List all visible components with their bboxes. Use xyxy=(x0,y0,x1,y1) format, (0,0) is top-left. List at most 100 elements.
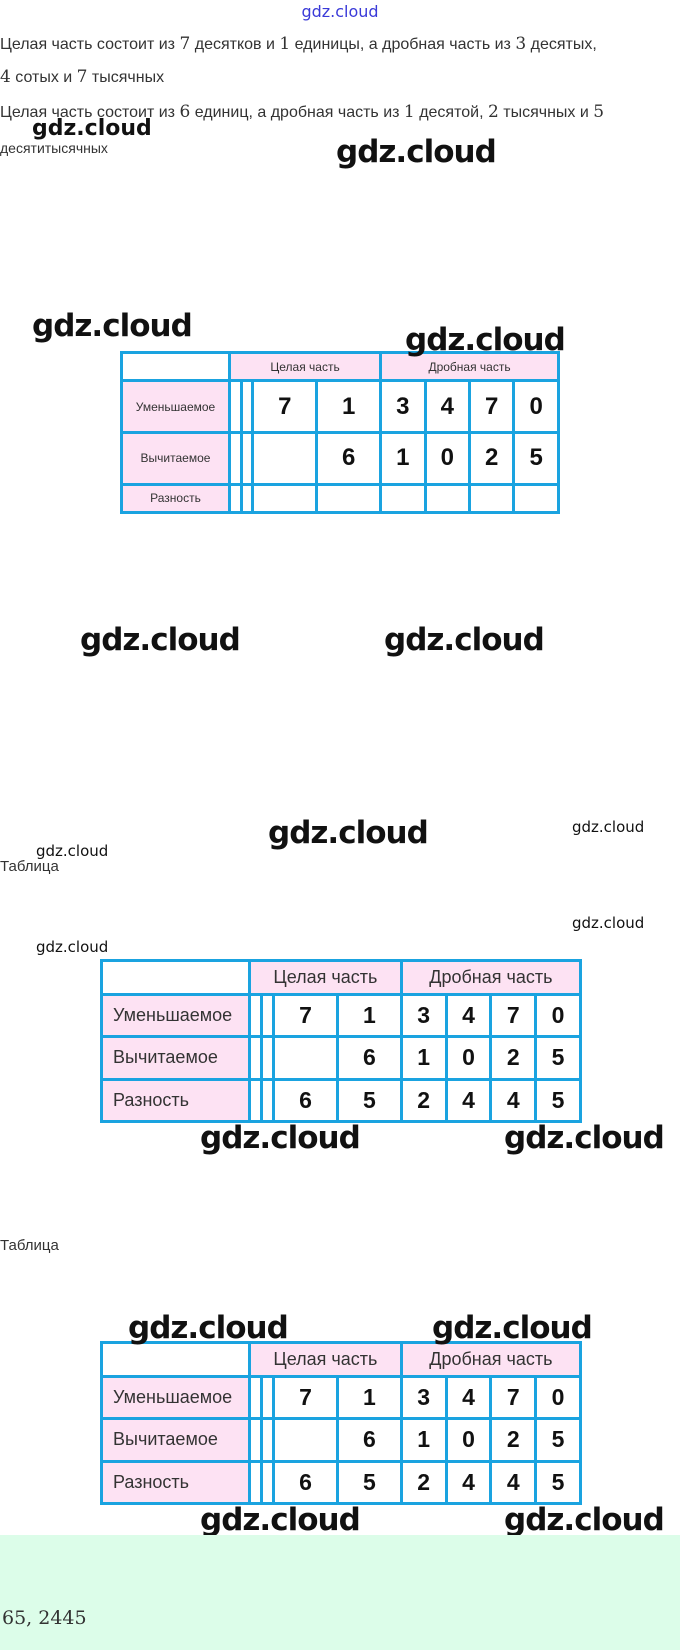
digit-cell: 6 xyxy=(272,1077,339,1124)
digit-cell: 5 xyxy=(534,1035,582,1081)
digit-cell xyxy=(260,1459,276,1506)
number: 3 xyxy=(515,34,527,54)
digit-cell xyxy=(467,482,516,515)
watermark: gdz.cloud xyxy=(405,322,566,358)
digit-cell: 2 xyxy=(467,430,516,486)
header-whole-part: Целая часть xyxy=(227,350,383,383)
digit-cell xyxy=(260,992,276,1039)
number: 5 xyxy=(593,102,605,122)
digit-cell xyxy=(260,1374,276,1421)
digit-cell xyxy=(272,1417,339,1463)
text: десятков и xyxy=(190,36,280,53)
row-label: Уменьшаемое xyxy=(120,379,231,434)
number: 4 xyxy=(0,67,11,87)
number: 1 xyxy=(403,102,415,122)
digit-cell: 3 xyxy=(379,379,427,434)
digit-cell: 5 xyxy=(335,1459,403,1506)
digit-cell xyxy=(228,482,243,515)
text: единицы, а дробная часть из xyxy=(290,36,516,53)
watermark: gdz.cloud xyxy=(80,622,241,658)
watermark: gdz.cloud xyxy=(504,1120,665,1156)
number: 7 xyxy=(76,67,88,87)
digit-cell: 6 xyxy=(335,1417,403,1463)
header-whole-part: Целая часть xyxy=(248,959,403,996)
row-label: Уменьшаемое xyxy=(100,992,251,1039)
digit-cell: 5 xyxy=(512,430,560,486)
digit-cell: 5 xyxy=(534,1459,582,1506)
text: Целая часть состоит из xyxy=(0,36,180,53)
watermark: gdz.cloud xyxy=(36,842,109,860)
header-fraction-part: Дробная часть xyxy=(399,1341,583,1378)
watermark: gdz.cloud xyxy=(572,914,645,932)
row-label: Разность xyxy=(100,1459,251,1506)
digit-cell xyxy=(315,482,383,515)
digit-cell xyxy=(251,482,319,515)
digit-cell: 5 xyxy=(534,1417,582,1463)
digit-cell: 2 xyxy=(399,1459,448,1506)
watermark: gdz.cloud xyxy=(32,308,193,344)
digit-cell: 2 xyxy=(399,1077,448,1124)
digit-cell: 4 xyxy=(489,1459,538,1506)
digit-cell: 2 xyxy=(489,1417,538,1463)
digit-cell: 0 xyxy=(534,1374,582,1421)
digit-cell: 4 xyxy=(489,1077,538,1124)
digit-cell: 4 xyxy=(444,1459,493,1506)
digit-cell xyxy=(239,482,255,515)
digit-cell: 4 xyxy=(444,1374,493,1421)
digit-cell: 1 xyxy=(399,1035,448,1081)
digit-cell: 5 xyxy=(335,1077,403,1124)
digit-cell xyxy=(239,379,255,434)
digit-cell xyxy=(228,379,243,434)
digit-cell: 4 xyxy=(444,1077,493,1124)
digit-cell xyxy=(251,430,319,486)
digit-cell xyxy=(379,482,427,515)
digit-cell: 6 xyxy=(315,430,383,486)
digit-cell: 0 xyxy=(444,1417,493,1463)
digit-cell: 1 xyxy=(335,1374,403,1421)
text: десятых, xyxy=(526,36,597,53)
corner-cell xyxy=(100,959,251,996)
digit-cell: 6 xyxy=(335,1035,403,1081)
caption: Таблица xyxy=(0,858,59,875)
digit-cell xyxy=(247,1077,264,1124)
digit-cell xyxy=(228,430,243,486)
site-link[interactable]: gdz.cloud xyxy=(301,2,379,21)
digit-cell: 5 xyxy=(534,1077,582,1124)
digit-cell xyxy=(247,1035,264,1081)
text: десятой, xyxy=(414,104,488,121)
digit-cell: 7 xyxy=(272,1374,339,1421)
text: Целая часть состоит из xyxy=(0,104,180,121)
watermark: gdz.cloud xyxy=(36,938,109,956)
digit-cell: 1 xyxy=(335,992,403,1039)
watermark: gdz.cloud xyxy=(504,1502,665,1538)
watermark: gdz.cloud xyxy=(572,818,645,836)
digit-cell: 4 xyxy=(423,379,471,434)
watermark: gdz.cloud xyxy=(200,1502,361,1538)
text: десятитысячных xyxy=(0,140,108,156)
answer-box: 65, 2445 xyxy=(0,1535,680,1650)
number: 6 xyxy=(179,102,191,122)
watermark: gdz.cloud xyxy=(336,134,497,170)
digit-cell xyxy=(247,1374,264,1421)
digit-cell: 3 xyxy=(399,992,448,1039)
watermark: gdz.cloud xyxy=(384,622,545,658)
digit-cell xyxy=(239,430,255,486)
digit-cell: 2 xyxy=(489,1035,538,1081)
digit-cell: 1 xyxy=(399,1417,448,1463)
digit-cell: 1 xyxy=(379,430,427,486)
text: тысячных и xyxy=(498,104,594,121)
paragraph-1: Целая часть состоит из 7 десятков и 1 ед… xyxy=(0,34,597,54)
watermark: gdz.cloud xyxy=(268,815,429,851)
digit-cell xyxy=(272,1035,339,1081)
number: 7 xyxy=(179,34,191,54)
row-label: Вычитаемое xyxy=(120,430,231,486)
digit-cell: 4 xyxy=(444,992,493,1039)
watermark: gdz.cloud xyxy=(432,1310,593,1346)
digit-cell xyxy=(247,1459,264,1506)
